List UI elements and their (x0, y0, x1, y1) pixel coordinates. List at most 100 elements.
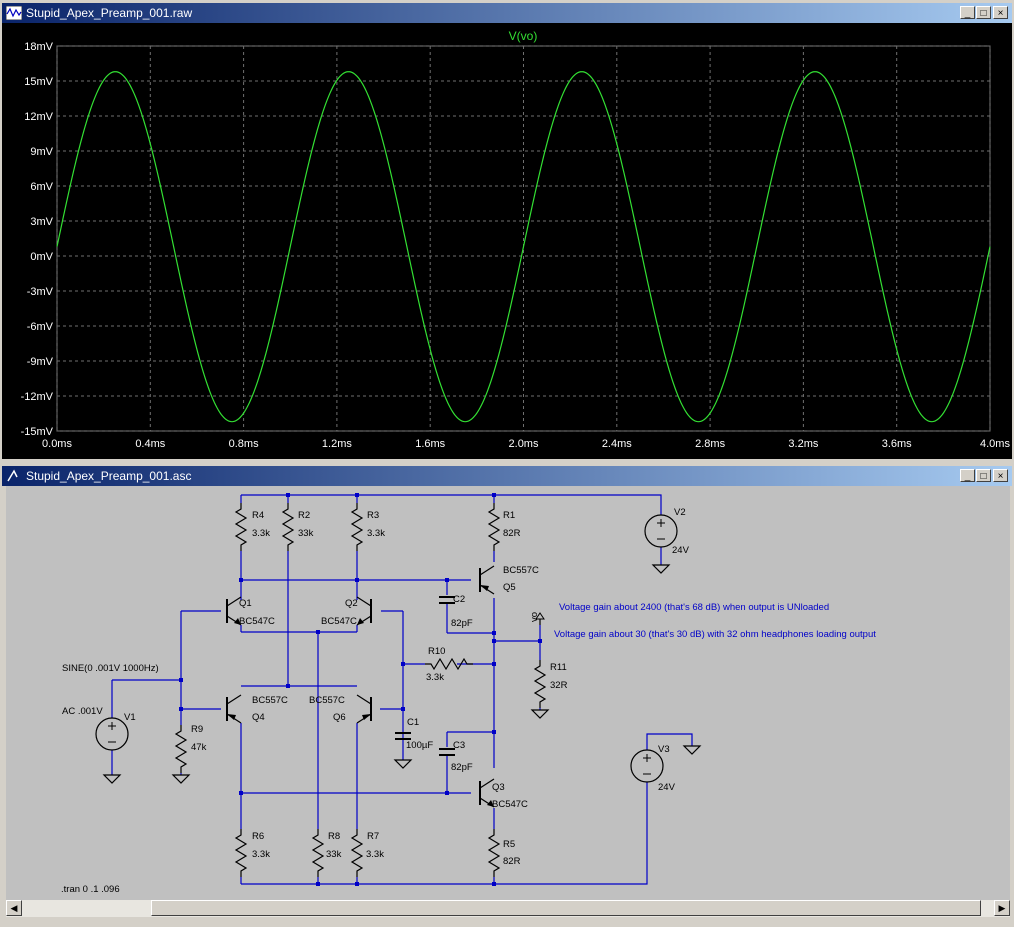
q6-model[interactable]: BC557C (309, 695, 345, 706)
q5-label[interactable]: Q5 (503, 582, 516, 593)
y-tick-label: 12mV (24, 111, 53, 123)
r7-value[interactable]: 3.3k (366, 849, 384, 860)
y-axis-ticks: 18mV15mV12mV9mV6mV3mV0mV-3mV-6mV-9mV-12m… (21, 41, 54, 438)
q4-model[interactable]: BC557C (252, 695, 288, 706)
r5-value[interactable]: 82R (503, 856, 521, 867)
x-tick-label: 3.6ms (882, 438, 912, 450)
schematic-restore-button[interactable]: □ (976, 469, 991, 482)
waveform-restore-button[interactable]: □ (976, 6, 991, 19)
q1-model[interactable]: BC547C (239, 616, 275, 627)
c2-label[interactable]: C2 (453, 594, 465, 605)
waveform-window-title: Stupid_Apex_Preamp_001.raw (26, 6, 193, 20)
x-tick-label: 0.4ms (135, 438, 165, 450)
x-tick-label: 2.8ms (695, 438, 725, 450)
q2-label[interactable]: Q2 (345, 598, 358, 609)
r4-label[interactable]: R4 (252, 510, 264, 521)
schematic-window-title: Stupid_Apex_Preamp_001.asc (26, 469, 192, 483)
plot-grid (56, 45, 991, 432)
y-tick-label: -6mV (27, 321, 54, 333)
schematic-labels: R4 3.3k R2 33k R3 3.3k R1 82R V2 24V BC5… (61, 507, 690, 895)
v1-label[interactable]: V1 (124, 712, 136, 723)
waveform-titlebar[interactable]: Stupid_Apex_Preamp_001.raw _ □ × (2, 3, 1012, 23)
schematic-window: Stupid_Apex_Preamp_001.asc _ □ × (2, 466, 1012, 922)
y-tick-label: 15mV (24, 76, 53, 88)
trace-label[interactable]: V(vo) (509, 29, 538, 43)
scroll-right-button[interactable]: ▶ (994, 900, 1010, 916)
c2-value[interactable]: 82pF (451, 618, 473, 629)
x-tick-label: 4.0ms (980, 438, 1010, 450)
c3-value[interactable]: 82pF (451, 762, 473, 773)
v3-label[interactable]: V3 (658, 744, 670, 755)
y-tick-label: 9mV (30, 146, 53, 158)
c1-label[interactable]: C1 (407, 717, 419, 728)
y-tick-label: 6mV (30, 181, 53, 193)
v2-label[interactable]: V2 (674, 507, 686, 518)
schematic-notes: Voltage gain about 2400 (that's 68 dB) w… (554, 602, 876, 640)
scroll-left-button[interactable]: ◀ (6, 900, 22, 916)
y-tick-label: 0mV (30, 251, 53, 263)
q6-label[interactable]: Q6 (333, 712, 346, 723)
r11-label[interactable]: R11 (550, 662, 567, 673)
schematic-window-icon (7, 469, 18, 482)
v1-value[interactable]: AC .001V (62, 706, 103, 717)
waveform-plot[interactable]: 18mV15mV12mV9mV6mV3mV0mV-3mV-6mV-9mV-12m… (2, 23, 1012, 459)
r2-label[interactable]: R2 (298, 510, 310, 521)
trace-v-vo[interactable] (56, 71, 991, 423)
y-tick-label: -9mV (27, 356, 54, 368)
x-tick-label: 2.0ms (509, 438, 539, 450)
q2-model[interactable]: BC547C (321, 616, 357, 627)
r8-value[interactable]: 33k (326, 849, 342, 860)
r1-value[interactable]: 82R (503, 528, 521, 539)
r10-label[interactable]: R10 (428, 646, 445, 657)
waveform-minimize-button[interactable]: _ (960, 6, 975, 19)
schematic-close-button[interactable]: × (993, 469, 1008, 482)
x-tick-label: 0.0ms (42, 438, 72, 450)
q1-label[interactable]: Q1 (239, 598, 252, 609)
c3-label[interactable]: C3 (453, 740, 465, 751)
x-tick-label: 1.6ms (415, 438, 445, 450)
r11-value[interactable]: 32R (550, 680, 568, 691)
c1-value[interactable]: 100µF (406, 740, 433, 751)
r8-label[interactable]: R8 (328, 831, 340, 842)
schematic-titlebar[interactable]: Stupid_Apex_Preamp_001.asc _ □ × (2, 466, 1012, 486)
schematic-horizontal-scrollbar[interactable]: ◀ ▶ (6, 900, 1010, 917)
r1-label[interactable]: R1 (503, 510, 515, 521)
r9-label[interactable]: R9 (191, 724, 203, 735)
note-gain-loaded[interactable]: Voltage gain about 30 (that's 30 dB) wit… (554, 629, 876, 640)
q3-model[interactable]: BC547C (492, 799, 528, 810)
v1-source-spec[interactable]: SINE(0 .001V 1000Hz) (62, 663, 159, 674)
y-tick-label: 3mV (30, 216, 53, 228)
r4-value[interactable]: 3.3k (252, 528, 270, 539)
x-tick-label: 0.8ms (229, 438, 259, 450)
waveform-close-button[interactable]: × (993, 6, 1008, 19)
v3-value[interactable]: 24V (658, 782, 676, 793)
waveform-window-icon (6, 6, 22, 20)
r6-label[interactable]: R6 (252, 831, 264, 842)
r7-label[interactable]: R7 (367, 831, 379, 842)
q3-label[interactable]: Q3 (492, 782, 505, 793)
x-tick-label: 1.2ms (322, 438, 352, 450)
r5-label[interactable]: R5 (503, 839, 515, 850)
schematic-minimize-button[interactable]: _ (960, 469, 975, 482)
q4-label[interactable]: Q4 (252, 712, 265, 723)
y-tick-label: -12mV (21, 391, 54, 403)
r3-label[interactable]: R3 (367, 510, 379, 521)
schematic-components[interactable] (95, 502, 701, 878)
x-tick-label: 3.2ms (788, 438, 818, 450)
q5-model[interactable]: BC557C (503, 565, 539, 576)
r10-value[interactable]: 3.3k (426, 672, 444, 683)
sim-directive[interactable]: .tran 0 .1 .096 (61, 884, 120, 895)
r9-value[interactable]: 47k (191, 742, 207, 753)
note-gain-unloaded[interactable]: Voltage gain about 2400 (that's 68 dB) w… (559, 602, 829, 613)
x-tick-label: 2.4ms (602, 438, 632, 450)
scroll-thumb[interactable] (151, 900, 981, 916)
r2-value[interactable]: 33k (298, 528, 314, 539)
r6-value[interactable]: 3.3k (252, 849, 270, 860)
r3-value[interactable]: 3.3k (367, 528, 385, 539)
schematic-wires (111, 494, 693, 885)
x-axis-ticks: 0.0ms 0.4ms 0.8ms 1.2ms 1.6ms 2.0ms 2.4ms 2.8ms… (42, 438, 1010, 450)
schematic-canvas[interactable]: R4 3.3k R2 33k R3 3.3k R1 82R V2 24V BC5… (6, 486, 1010, 900)
v2-value[interactable]: 24V (672, 545, 690, 556)
vo-net-label[interactable]: vo (529, 612, 540, 622)
